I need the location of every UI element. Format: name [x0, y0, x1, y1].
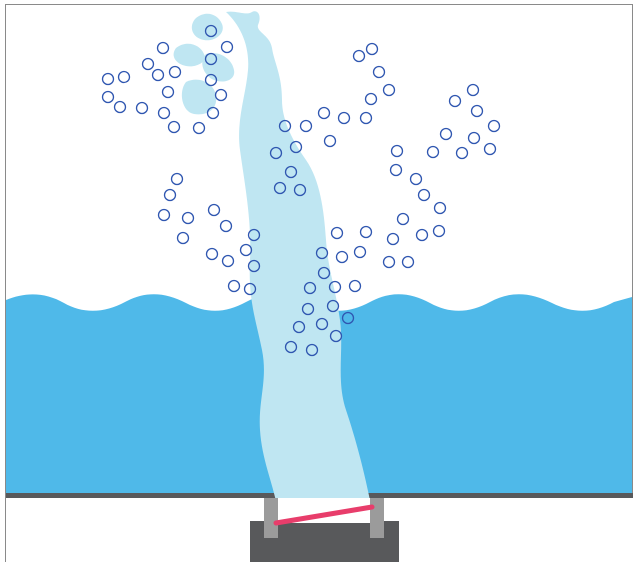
bubble-83: [315, 317, 329, 331]
bubble-22: [372, 65, 386, 79]
bubble-62: [176, 231, 190, 245]
bubble-23: [382, 83, 396, 97]
plume-droplet-4: [181, 79, 217, 115]
bubble-36: [466, 83, 480, 97]
bubble-9: [204, 52, 218, 66]
bubble-61: [219, 219, 233, 233]
bubble-56: [170, 172, 184, 186]
bubble-2: [156, 41, 170, 55]
bubble-40: [439, 127, 453, 141]
bubble-60: [181, 211, 195, 225]
bubble-37: [448, 94, 462, 108]
bubble-69: [243, 282, 257, 296]
bubble-50: [396, 212, 410, 226]
bubble-20: [352, 49, 366, 63]
bubble-77: [328, 280, 342, 294]
bubble-41: [467, 131, 481, 145]
bubble-31: [289, 140, 303, 154]
bubble-5: [117, 70, 131, 84]
bubble-13: [101, 90, 115, 104]
bubbles: [101, 24, 501, 357]
bubble-17: [206, 106, 220, 120]
bubble-59: [157, 208, 171, 222]
bubble-19: [192, 121, 206, 135]
bubble-82: [292, 320, 306, 334]
bubble-38: [470, 104, 484, 118]
bubble-86: [305, 343, 319, 357]
bubble-16: [157, 106, 171, 120]
valve-bar: [273, 504, 375, 526]
bubble-76: [303, 281, 317, 295]
bubble-32: [269, 146, 283, 160]
bubble-75: [317, 266, 331, 280]
bubble-72: [315, 246, 329, 260]
bubble-74: [353, 245, 367, 259]
bubble-27: [317, 106, 331, 120]
bubble-26: [337, 111, 351, 125]
bubble-28: [299, 119, 313, 133]
bubble-57: [163, 188, 177, 202]
bubble-80: [326, 299, 340, 313]
bubble-7: [151, 68, 165, 82]
bubble-85: [284, 340, 298, 354]
bubble-54: [401, 255, 415, 269]
bubble-14: [113, 100, 127, 114]
bubble-70: [330, 226, 344, 240]
bubble-47: [409, 172, 423, 186]
bubble-1: [204, 24, 218, 38]
bubble-48: [417, 188, 431, 202]
plume-column: [226, 11, 372, 511]
bubble-44: [483, 142, 497, 156]
bubble-55: [382, 255, 396, 269]
bubble-84: [329, 329, 343, 343]
bubble-6: [101, 72, 115, 86]
pipe-right-wall: [370, 498, 384, 538]
pipe-left-wall: [264, 498, 278, 538]
bubble-8: [168, 65, 182, 79]
bubble-11: [161, 85, 175, 99]
bubble-18: [167, 120, 181, 134]
bubble-52: [415, 228, 429, 242]
bubble-39: [487, 119, 501, 133]
pipe-outlet: [250, 498, 399, 562]
bubble-33: [284, 165, 298, 179]
plume-droplet-3: [202, 52, 235, 82]
bubble-45: [390, 144, 404, 158]
bubble-65: [205, 247, 219, 261]
bubble-3: [220, 40, 234, 54]
bubble-35: [293, 183, 307, 197]
bubble-49: [433, 201, 447, 215]
bubble-78: [348, 279, 362, 293]
bubble-81: [341, 311, 355, 325]
bubble-64: [239, 243, 253, 257]
bubble-63: [247, 228, 261, 242]
bubble-53: [432, 224, 446, 238]
bubble-24: [364, 92, 378, 106]
bubble-67: [247, 259, 261, 273]
bubble-73: [335, 250, 349, 264]
bubble-46: [389, 163, 403, 177]
bubble-12: [214, 88, 228, 102]
bubble-10: [204, 73, 218, 87]
bubble-79: [301, 302, 315, 316]
bubble-15: [135, 101, 149, 115]
bubble-34: [273, 181, 287, 195]
bubble-30: [323, 134, 337, 148]
bubble-43: [455, 146, 469, 160]
bubble-51: [386, 232, 400, 246]
bubble-29: [278, 119, 292, 133]
bubble-58: [207, 203, 221, 217]
bubble-42: [426, 145, 440, 159]
bubble-71: [359, 225, 373, 239]
bubble-66: [221, 254, 235, 268]
bubble-68: [227, 279, 241, 293]
bubble-4: [141, 57, 155, 71]
bubble-25: [359, 111, 373, 125]
bubble-21: [365, 42, 379, 56]
plume-droplet-2: [173, 43, 205, 67]
